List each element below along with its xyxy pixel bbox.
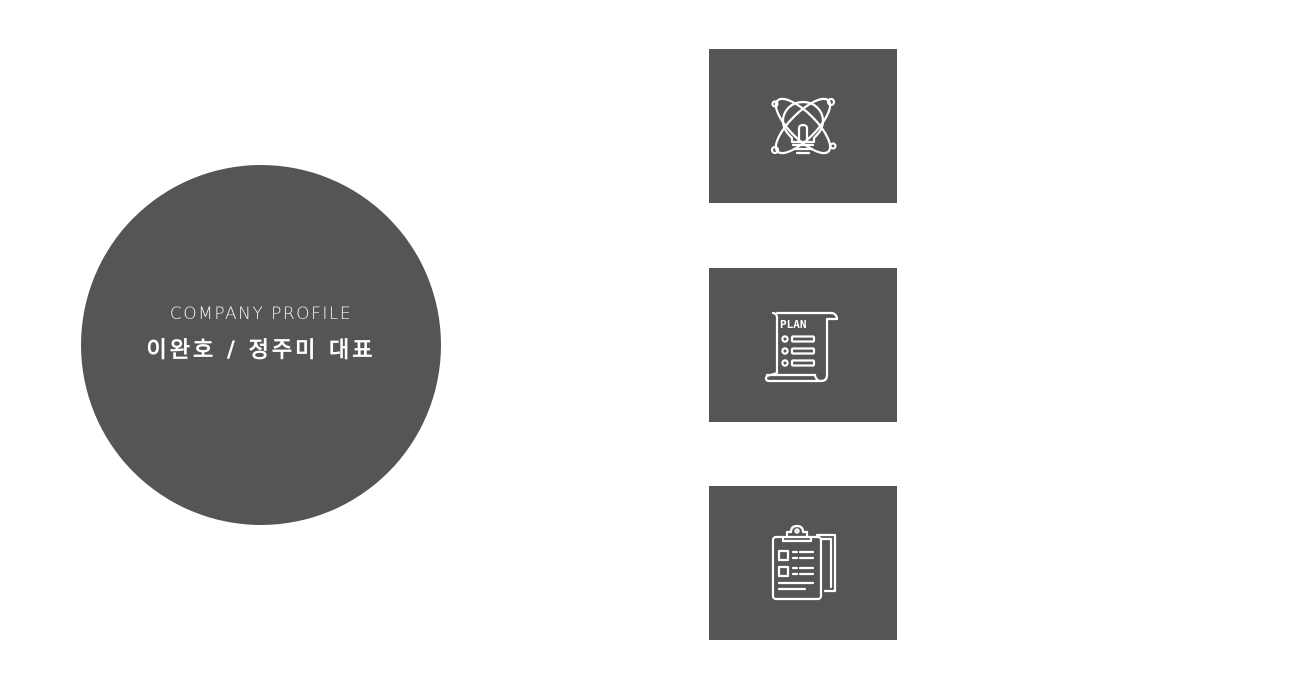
profile-title: 이완호 / 정주미 대표	[146, 338, 376, 363]
plan-label: PLAN	[780, 318, 807, 331]
profile-subtitle: COMPANY PROFILE	[169, 304, 353, 324]
plan-tile: PLAN	[709, 268, 897, 422]
idea-atom-icon	[763, 86, 843, 166]
clipboard-checklist-icon	[763, 523, 843, 603]
idea-tile	[709, 49, 897, 203]
profile-circle: COMPANY PROFILE 이완호 / 정주미 대표	[81, 165, 441, 525]
checklist-tile	[709, 486, 897, 640]
plan-scroll-icon: PLAN	[763, 305, 843, 385]
